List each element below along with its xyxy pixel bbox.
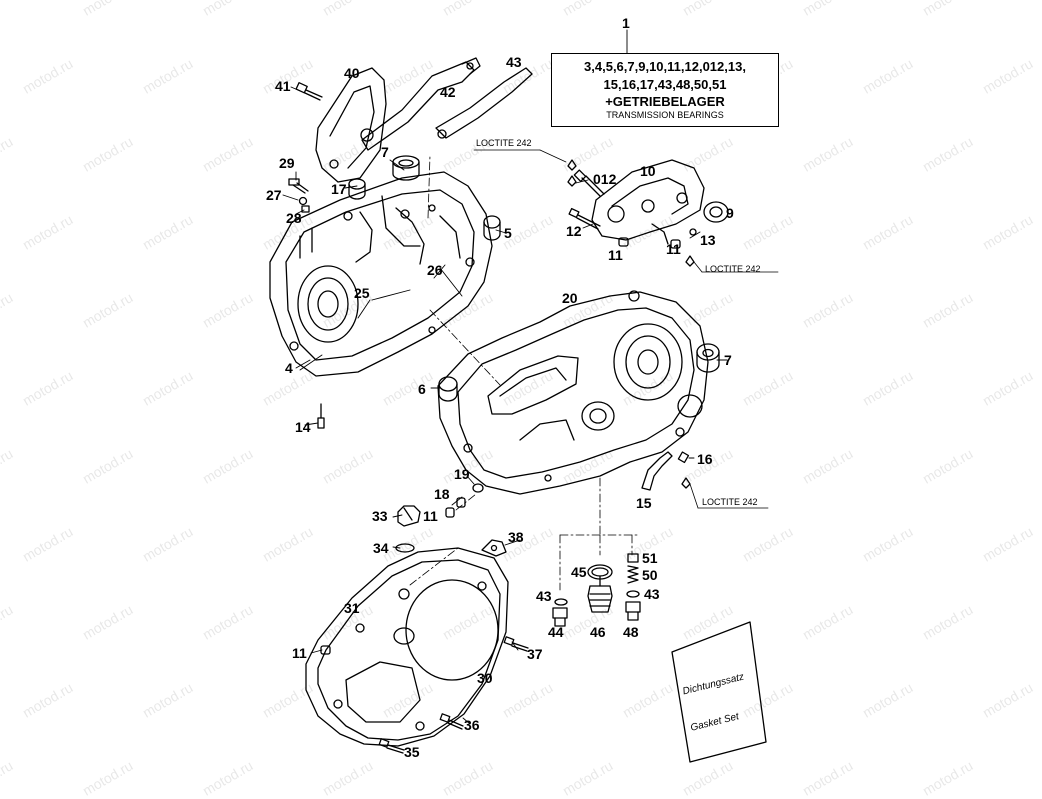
gasket-set-text-en: Gasket Set (689, 711, 741, 734)
screw-part-13 (685, 228, 697, 267)
screw-part-14 (317, 403, 325, 429)
bearing-part-9 (703, 201, 729, 223)
callout-7: 7 (381, 144, 389, 160)
callout-17: 17 (331, 181, 347, 197)
callout-4: 4 (285, 360, 293, 376)
left-crankcase-part-4 (269, 171, 493, 377)
kit-bearing-en: TRANSMISSION BEARINGS (606, 110, 724, 120)
callout-25: 25 (354, 285, 370, 301)
callout-11: 11 (608, 247, 623, 263)
callout-012: 012 (593, 171, 617, 187)
callout-43: 43 (644, 586, 660, 602)
clutch-cover-part-30 (317, 559, 501, 741)
callout-35: 35 (404, 744, 420, 760)
callout-41: 41 (275, 78, 291, 94)
callout-27: 27 (266, 187, 282, 203)
small-fasteners-27-29 (288, 178, 310, 213)
spring-part-50 (627, 565, 639, 584)
callout-46: 46 (590, 624, 606, 640)
gasket-set-envelope (671, 621, 767, 763)
o-ring-part-34 (395, 543, 415, 553)
kit-parts-line-2: 15,16,17,43,48,50,51 (603, 77, 727, 92)
callout-6: 6 (418, 381, 426, 397)
callout-40: 40 (344, 65, 360, 81)
callout-1: 1 (622, 15, 630, 31)
screw-part-16 (677, 451, 691, 489)
bearing-part-5 (483, 215, 501, 241)
dowel-pin-part-11-lower (320, 645, 331, 655)
screw-part-35 (378, 738, 405, 754)
chain-guide-part-42 (361, 57, 481, 151)
screw-part-37 (503, 636, 529, 652)
kit-bearing-de: +GETRIEBELAGER (605, 94, 725, 109)
callout-37: 37 (527, 646, 543, 662)
gasket-set-label: Dichtungssatz Gasket Set (672, 619, 766, 760)
washer-part-43-left (554, 598, 568, 606)
washer-part-43-right (626, 590, 640, 598)
gasket-set-text-de: Dichtungssatz (681, 671, 746, 698)
clip-part-15 (641, 451, 673, 491)
plug-part-44 (552, 607, 568, 627)
callout-11: 11 (666, 241, 681, 257)
exploded-parts-diagram (269, 29, 779, 763)
callout-26: 26 (427, 262, 443, 278)
sprocket-cover-part-40 (315, 67, 387, 183)
callout-20: 20 (562, 290, 578, 306)
callout-34: 34 (373, 540, 389, 556)
small-parts-18-19-11 (445, 483, 484, 518)
callout-36: 36 (464, 717, 480, 733)
callout-9: 9 (726, 205, 734, 221)
loctite-note: LOCTITE 242 (476, 138, 532, 148)
loctite-note: LOCTITE 242 (705, 264, 761, 274)
callout-43: 43 (506, 54, 522, 70)
callout-14: 14 (295, 419, 311, 435)
callout-13: 13 (700, 232, 716, 248)
bolts-part-012 (567, 159, 605, 197)
bracket-part-38 (481, 539, 507, 557)
callout-10: 10 (640, 163, 656, 179)
spring-part-51 (627, 553, 639, 563)
callout-48: 48 (623, 624, 639, 640)
kit-contents-box: 3,4,5,6,7,9,10,11,12,012,13, 15,16,17,43… (551, 53, 779, 127)
callout-50: 50 (642, 567, 658, 583)
callout-28: 28 (286, 210, 302, 226)
callout-7: 7 (724, 352, 732, 368)
bushing-part-17 (348, 178, 366, 200)
callout-19: 19 (454, 466, 470, 482)
callout-29: 29 (279, 155, 295, 171)
bracket-part-10 (591, 159, 705, 245)
callout-45: 45 (571, 564, 587, 580)
callout-15: 15 (636, 495, 652, 511)
filler-cap-part-33 (397, 505, 421, 527)
callout-43: 43 (536, 588, 552, 604)
callout-5: 5 (504, 225, 512, 241)
callout-30: 30 (477, 670, 493, 686)
callout-11: 11 (292, 645, 307, 661)
loctite-note: LOCTITE 242 (702, 497, 758, 507)
callout-44: 44 (548, 624, 564, 640)
plug-part-48 (625, 601, 641, 621)
dowel-pins-part-11-upper (618, 237, 681, 249)
gasket-part-31 (305, 547, 509, 747)
bearing-part-6 (438, 376, 458, 402)
callout-42: 42 (440, 84, 456, 100)
leader-lines (282, 29, 728, 725)
callout-31: 31 (344, 600, 360, 616)
chain-slider-part-43 (435, 67, 533, 139)
callout-38: 38 (508, 529, 524, 545)
drain-plug-part-46 (587, 575, 613, 613)
callout-16: 16 (697, 451, 713, 467)
loctite-pointers (473, 149, 779, 509)
kit-parts-line-1: 3,4,5,6,7,9,10,11,12,012,13, (584, 59, 746, 74)
callout-11: 11 (423, 508, 438, 524)
bearing-part-7-right (696, 343, 720, 373)
screw-part-41 (295, 82, 323, 101)
screw-part-36 (439, 713, 464, 730)
callout-12: 12 (566, 223, 582, 239)
callout-18: 18 (434, 486, 450, 502)
callout-33: 33 (372, 508, 388, 524)
screw-part-12 (568, 207, 601, 230)
right-crankcase-part-20 (437, 290, 709, 495)
callout-51: 51 (642, 550, 658, 566)
